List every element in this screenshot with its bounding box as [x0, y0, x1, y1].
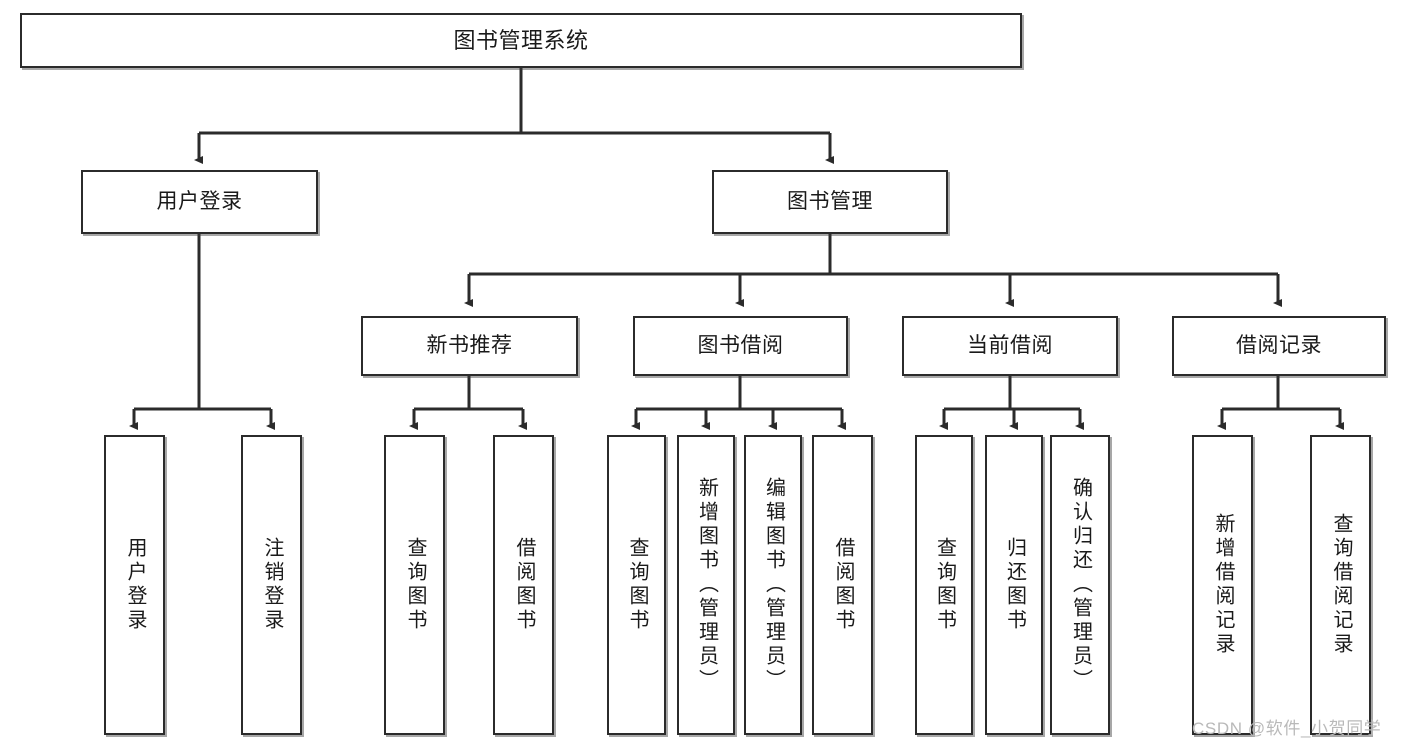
leaf-current-return-book[interactable]: 归还图书 — [985, 435, 1043, 735]
leaf-user-login-signin[interactable]: 用户登录 — [104, 435, 165, 735]
leaf-record-add-record[interactable]: 新增借阅记录 — [1192, 435, 1253, 735]
leaf-record-query-record[interactable]: 查询借阅记录 — [1310, 435, 1371, 735]
node-label: 确认归还（管理员） — [1069, 477, 1092, 693]
leaf-borrow-query-book[interactable]: 查询图书 — [607, 435, 666, 735]
node-borrow-record[interactable]: 借阅记录 — [1172, 316, 1386, 376]
node-label: 图书借阅 — [697, 333, 784, 357]
node-label: 查询图书 — [933, 537, 956, 633]
node-label: 图书管理系统 — [453, 27, 589, 53]
node-user-login[interactable]: 用户登录 — [81, 170, 318, 234]
node-label: 新增借阅记录 — [1212, 513, 1234, 657]
node-root-system[interactable]: 图书管理系统 — [20, 13, 1022, 68]
leaf-borrow-edit-book-admin[interactable]: 编辑图书（管理员） — [744, 435, 802, 735]
node-label: 查询图书 — [626, 537, 648, 633]
node-label: 借阅记录 — [1236, 333, 1322, 357]
node-label: 借阅图书 — [513, 537, 535, 633]
node-label: 用户登录 — [124, 537, 146, 633]
node-label: 新增图书（管理员） — [695, 477, 718, 693]
leaf-borrow-add-book-admin[interactable]: 新增图书（管理员） — [677, 435, 735, 735]
leaf-user-login-signout[interactable]: 注销登录 — [241, 435, 302, 735]
node-label: 注销登录 — [261, 537, 283, 633]
leaf-recommend-borrow-book[interactable]: 借阅图书 — [493, 435, 554, 735]
node-label: 查询借阅记录 — [1330, 513, 1352, 657]
node-new-book-recommend[interactable]: 新书推荐 — [361, 316, 578, 376]
leaf-recommend-query-book[interactable]: 查询图书 — [384, 435, 445, 735]
node-label: 编辑图书（管理员） — [762, 477, 785, 693]
leaf-current-query-book[interactable]: 查询图书 — [915, 435, 973, 735]
node-label: 当前借阅 — [967, 333, 1053, 357]
node-label: 查询图书 — [404, 537, 426, 633]
node-label: 归还图书 — [1003, 537, 1026, 633]
node-book-borrow[interactable]: 图书借阅 — [633, 316, 848, 376]
leaf-current-confirm-return-admin[interactable]: 确认归还（管理员） — [1050, 435, 1110, 735]
watermark: CSDN @软件_小贺同学 — [1192, 719, 1382, 738]
node-current-borrow[interactable]: 当前借阅 — [902, 316, 1118, 376]
node-label: 用户登录 — [156, 189, 243, 213]
leaf-borrow-borrow-book[interactable]: 借阅图书 — [812, 435, 873, 735]
node-label: 借阅图书 — [832, 537, 854, 633]
node-label: 新书推荐 — [426, 333, 513, 357]
node-book-management[interactable]: 图书管理 — [712, 170, 948, 234]
node-label: 图书管理 — [787, 189, 873, 213]
